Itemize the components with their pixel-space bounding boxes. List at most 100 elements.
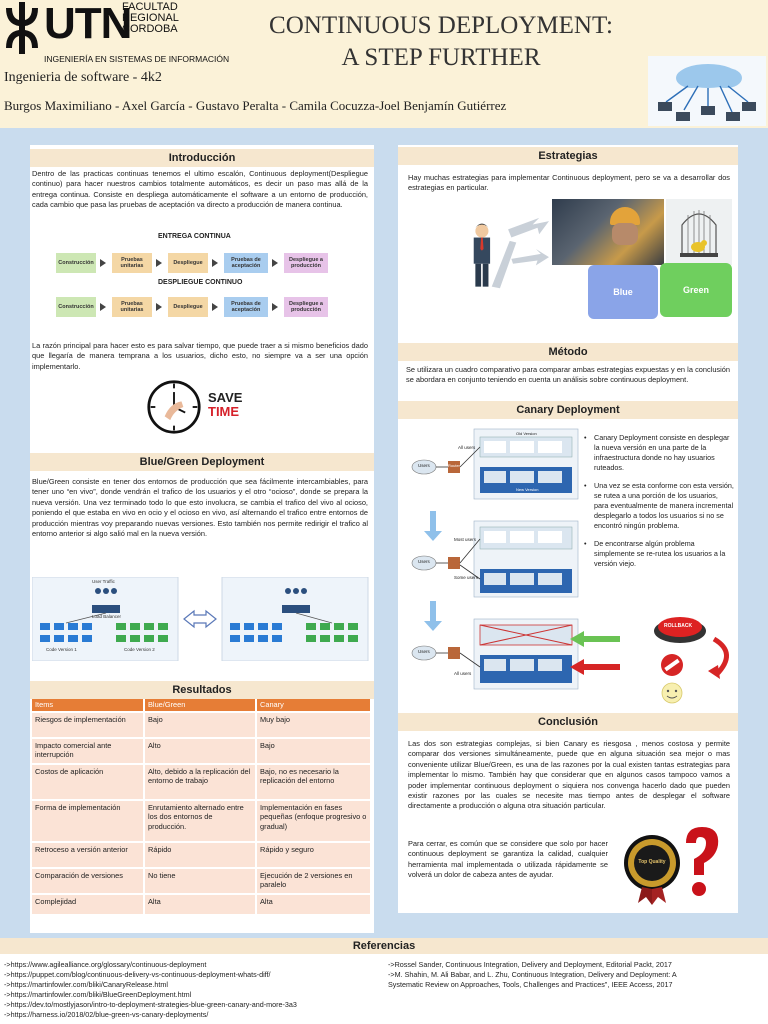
table-row: Riesgos de implementación Bajo Muy bajo	[32, 710, 370, 738]
reference-item[interactable]: ->https://martinfowler.com/bliki/CanaryR…	[4, 980, 168, 989]
reference-item[interactable]: ->https://harness.io/2018/02/blue-green-…	[4, 1010, 209, 1019]
stage-label: Construcción	[58, 260, 94, 266]
canary-label-router-1: Router	[448, 463, 461, 468]
canary-label-old-version: Old Version	[516, 431, 537, 436]
conclusion-heading: Conclusión	[398, 713, 738, 731]
reference-item: ->Rossel Sander, Continuous Integration,…	[388, 960, 672, 969]
references-heading: Referencias	[0, 938, 768, 954]
arrow-right-icon	[156, 303, 162, 311]
faculty-line-2: REGIONAL	[122, 12, 179, 24]
canary-label-some-users: Some users	[454, 575, 479, 580]
reference-item[interactable]: ->https://dev.to/mostlyjason/intro-to-de…	[4, 1000, 297, 1009]
table-row: Costos de aplicación Alto, debido a la r…	[32, 762, 370, 800]
bg-label-code-v2: Code Version 2	[124, 647, 155, 652]
results-table: Items Blue/Green Canary Riesgos de imple…	[32, 699, 370, 914]
cell: Muy bajo	[255, 710, 370, 738]
save-word: SAVE	[208, 390, 243, 405]
method-heading: Método	[398, 343, 738, 361]
cell: Alto, debido a la replicación del entorn…	[143, 762, 256, 800]
canary-label-users-2: Users	[418, 559, 430, 564]
canary-label-users-3: Users	[418, 649, 430, 654]
canary-label-all-users-3: All users	[454, 671, 472, 676]
canary-diagram: Users Router All users Old Version New V…	[404, 423, 582, 691]
col-bluegreen: Blue/Green	[143, 699, 256, 712]
diagram-title-despliegue: DESPLIEGUE CONTINUO	[158, 279, 243, 286]
stage-label: Despliegue a producción	[289, 257, 323, 269]
bluegreen-heading: Blue/Green Deployment	[30, 453, 374, 471]
strategies-heading: Estrategias	[398, 147, 738, 165]
quality-image: Top Quality	[614, 823, 732, 907]
stage-despliegue-produccion: Despliegue a producción	[284, 297, 328, 317]
arrow-right-icon	[212, 303, 218, 311]
rollback-label: ROLLBACK	[664, 623, 693, 629]
bg-label-load-balancer: Load Balancer	[92, 614, 122, 619]
bluegreen-diagram-svg	[31, 576, 369, 662]
stage-pruebas-aceptacion: Pruebas de aceptación	[224, 297, 268, 317]
rollback-graphics: ROLLBACK	[562, 609, 738, 705]
stage-label: Despliegue a producción	[289, 301, 323, 313]
blue-label: Blue	[613, 287, 633, 297]
right-column: Estrategias Hay muchas estrategias para …	[398, 145, 738, 913]
cell: Complejidad	[32, 892, 144, 914]
stage-label: Pruebas unitarias	[120, 257, 144, 269]
left-column: Introducción Dentro de las practicas con…	[30, 145, 374, 933]
references-right: ->Rossel Sander, Continuous Integration,…	[388, 960, 677, 990]
strategies-images: Blue Green	[438, 199, 738, 319]
bg-label-user-traffic: User Traffic	[92, 579, 115, 584]
cell: Riesgos de implementación	[32, 710, 144, 738]
arrow-right-icon	[212, 259, 218, 267]
canary-label-all-users: All users	[458, 445, 476, 450]
stage-despliegue: Despliegue	[168, 297, 208, 317]
reference-item: ->M. Shahin, M. Ali Babar, and L. Zhu, C…	[388, 970, 677, 979]
strategies-paragraph: Hay muchas estrategias para implementar …	[408, 173, 730, 193]
poster-header: UTN FACULTAD REGIONAL CORDOBA INGENIERÍA…	[0, 0, 768, 128]
cell: Ejecución de 2 versiones en paralelo	[255, 866, 370, 894]
references-left: ->https://www.agilealliance.org/glossary…	[4, 960, 297, 1020]
reference-item[interactable]: ->https://www.agilealliance.org/glossary…	[4, 960, 207, 969]
bg-label-code-v1: Code Version 1	[46, 647, 77, 652]
intro-heading: Introducción	[30, 149, 374, 167]
stage-despliegue-produccion: Despliegue a producción	[284, 253, 328, 273]
faculty-line-1: FACULTAD	[122, 1, 178, 13]
canary-label-new-version: New Version	[516, 487, 539, 492]
cell: Bajo, no es necesario la replicación del…	[255, 762, 370, 800]
reference-item[interactable]: ->https://martinfowler.com/bliki/BlueGre…	[4, 990, 192, 999]
cell: Alta	[255, 892, 370, 914]
stage-pruebas-unitarias: Pruebas unitarias	[112, 297, 152, 317]
cell: Enrutamiento alternado entre los dos ent…	[143, 798, 256, 842]
faculty-line-3: CORDOBA	[122, 23, 178, 35]
table-row: Comparación de versiones No tiene Ejecuc…	[32, 866, 370, 894]
cell: Rápido y seguro	[255, 840, 370, 868]
cell: Forma de implementación	[32, 798, 144, 842]
stage-label: Pruebas de aceptación	[231, 301, 261, 313]
col-canary: Canary	[255, 699, 370, 712]
canary-label-users-1: Users	[418, 463, 430, 468]
canary-diagram-svg	[411, 428, 579, 690]
stage-label: Pruebas de aceptación	[231, 257, 261, 269]
cell: Costos de aplicación	[32, 762, 144, 800]
reference-item[interactable]: ->https://puppet.com/blog/continuous-del…	[4, 970, 271, 979]
method-paragraph: Se utilizara un cuadro comparativo para …	[406, 365, 730, 385]
authors-line: Burgos Maximiliano - Axel García - Gusta…	[4, 98, 507, 113]
logo-utn-text: UTN	[44, 0, 132, 48]
list-item: Una vez se esta conforme con esta versió…	[584, 481, 734, 531]
list-item: Canary Deployment consiste en desplegar …	[584, 433, 734, 473]
stage-pruebas-aceptacion: Pruebas de aceptación	[224, 253, 268, 273]
rollback-svg	[570, 617, 729, 704]
stage-construccion: Construcción	[56, 253, 96, 273]
logo-faculty: FACULTAD REGIONAL CORDOBA	[122, 2, 179, 35]
intro-paragraph-2: La razón principal para hacer esto es pa…	[32, 341, 368, 371]
conclusion-paragraph-2: Para cerrar, es común que se considere q…	[408, 839, 608, 880]
canary-miner-photo	[552, 199, 664, 265]
cell: Retroceso a versión anterior	[32, 840, 144, 868]
clock-icon	[147, 380, 201, 434]
cell: Alto	[143, 736, 256, 764]
col-items: Items	[32, 699, 144, 712]
canary-heading: Canary Deployment	[398, 401, 738, 419]
time-word: TIME	[208, 404, 240, 419]
green-box: Green	[660, 263, 732, 317]
stage-label: Despliegue	[173, 260, 203, 266]
stage-label: Pruebas unitarias	[120, 301, 144, 313]
conclusion-paragraph-1: Las dos son estrategias complejas, si bi…	[408, 739, 730, 811]
results-heading: Resultados	[30, 681, 374, 699]
